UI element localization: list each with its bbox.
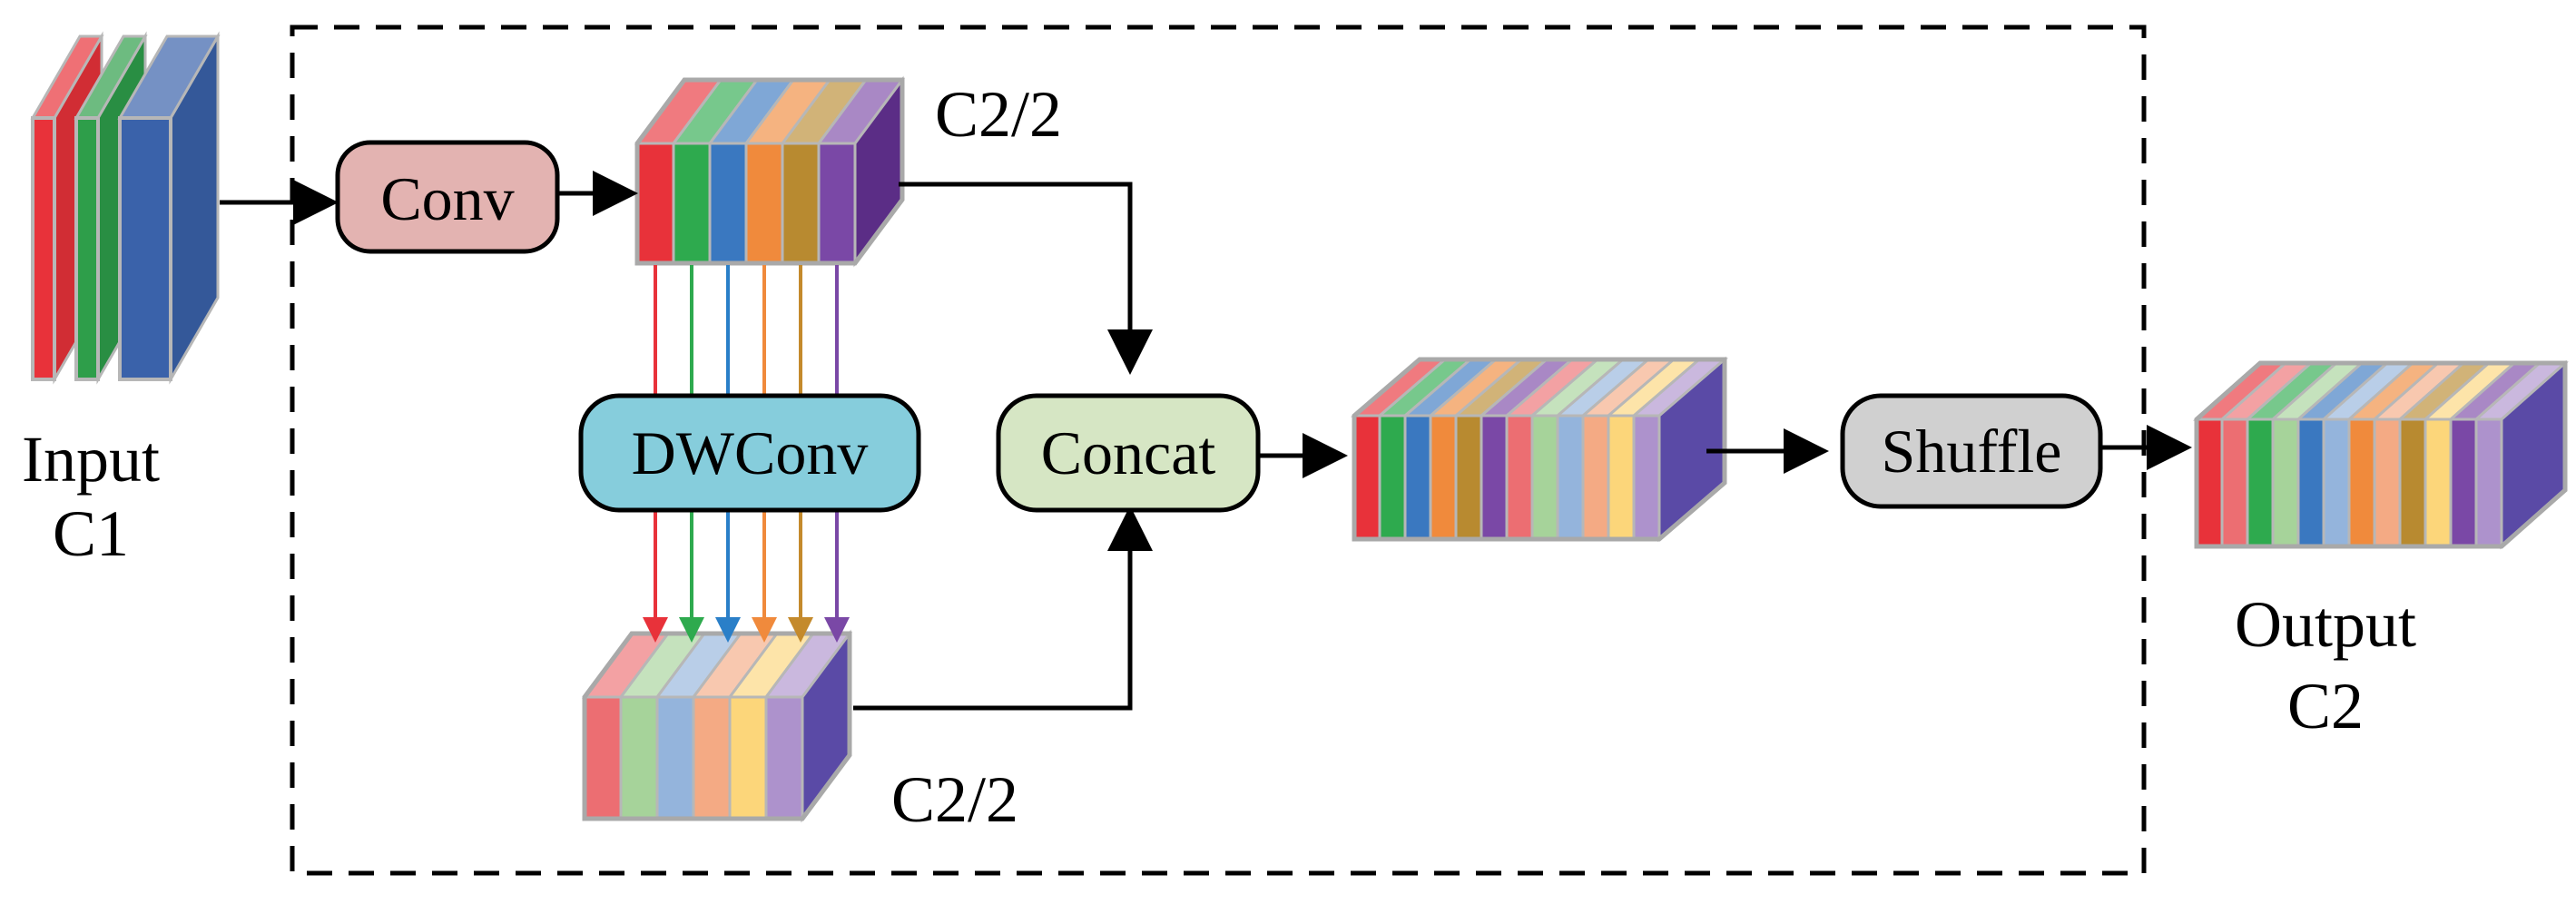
stack-outline	[1352, 357, 1727, 542]
shuffle-box	[1840, 393, 2103, 509]
concat-node: Concat	[996, 393, 1261, 513]
input-feature-map	[30, 31, 221, 385]
channel-slice	[671, 78, 760, 265]
channel-slice	[2320, 361, 2416, 548]
conv-box	[335, 140, 560, 254]
input-channel-sheet	[117, 31, 221, 385]
flow-arrows	[220, 171, 2192, 711]
conv-output-label: C2/2	[935, 78, 1062, 151]
dwconv-node: DWConv	[578, 393, 921, 513]
channel-slice	[1401, 358, 1500, 541]
output-label-line2: C2	[2287, 670, 2364, 742]
channel-slice	[1604, 358, 1704, 541]
module-boundary	[290, 25, 2147, 876]
dwconv-box	[578, 393, 921, 513]
channel-slice	[2371, 361, 2467, 548]
input-label-line2: C1	[53, 497, 129, 570]
conv-label: Conv	[380, 164, 514, 233]
dwconv-output-label: C2/2	[891, 763, 1018, 836]
input-label-line1: Input	[22, 423, 160, 496]
stack-outline	[634, 77, 905, 266]
channel-slice	[763, 632, 852, 820]
concat-output-feature-map	[1350, 356, 1729, 543]
channel-slice	[743, 78, 832, 265]
dwconv-label: DWConv	[632, 418, 869, 487]
channel-slice	[654, 632, 743, 820]
stack-outline	[2194, 360, 2568, 549]
dwconv-output-feature-map	[582, 629, 852, 823]
channel-slice	[780, 78, 869, 265]
shuffle-label: Shuffle	[1882, 417, 2062, 486]
arrow-dw-to-concat	[853, 506, 1153, 711]
channel-slice	[1426, 358, 1526, 541]
concat-label: Concat	[1041, 418, 1216, 487]
output-label-line1: Output	[2235, 588, 2416, 661]
channel-slice	[2244, 361, 2340, 548]
shuffle-node: Shuffle	[1840, 393, 2103, 509]
arrow-stack-to-concat	[899, 182, 1153, 375]
conv-output-feature-map	[634, 75, 905, 268]
output-feature-map	[2193, 359, 2569, 550]
dwconv-channel-arrows	[643, 265, 850, 643]
channel-slice	[1350, 358, 1450, 541]
stack-outline	[582, 631, 852, 821]
concat-box	[996, 393, 1261, 513]
channel-slice	[2447, 361, 2543, 548]
conv-node: Conv	[335, 140, 560, 254]
channel-slice	[2345, 361, 2442, 548]
